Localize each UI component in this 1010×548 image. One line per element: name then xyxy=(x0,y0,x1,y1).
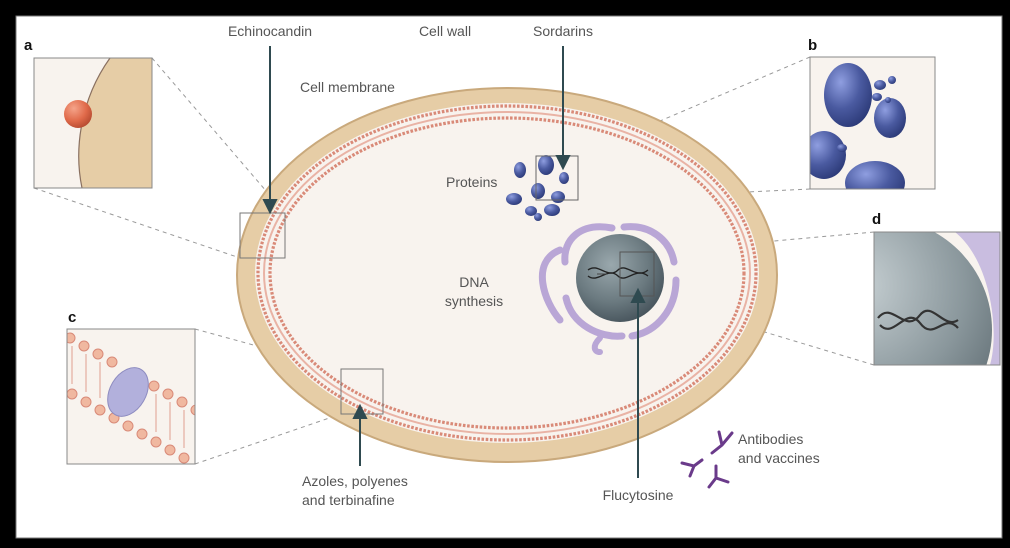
label-sordarins: Sordarins xyxy=(533,23,593,39)
protein xyxy=(514,162,526,178)
panel-letter-d: d xyxy=(872,211,881,228)
label-cell-wall: Cell wall xyxy=(419,23,471,39)
panel-letter-b: b xyxy=(808,37,817,54)
protein xyxy=(538,155,554,175)
protein xyxy=(559,172,569,184)
protein xyxy=(885,97,891,103)
protein xyxy=(837,144,847,152)
label-antibodies-line1: Antibodies xyxy=(738,431,803,447)
label-azoles-line2: and terbinafine xyxy=(302,492,395,508)
protein xyxy=(872,93,882,101)
protein xyxy=(544,204,560,216)
protein xyxy=(888,76,896,84)
protein xyxy=(874,98,906,138)
cell-interior xyxy=(274,122,740,424)
label-echinocandin: Echinocandin xyxy=(228,23,312,39)
label-cell-membrane: Cell membrane xyxy=(300,79,395,95)
protein xyxy=(874,80,886,90)
protein xyxy=(531,183,545,199)
label-azoles-line1: Azoles, polyenes xyxy=(302,473,408,489)
protein xyxy=(506,193,522,205)
panel-letter-c: c xyxy=(68,309,76,326)
panel-a-zoom xyxy=(34,58,152,188)
label-dna-line1: DNA xyxy=(459,274,489,290)
echinocandin-target-sphere xyxy=(64,100,92,128)
label-dna-line2: synthesis xyxy=(445,293,503,309)
label-proteins: Proteins xyxy=(446,174,497,190)
label-antibodies-line2: and vaccines xyxy=(738,450,820,466)
label-flucytosine: Flucytosine xyxy=(603,487,674,503)
protein xyxy=(551,191,565,203)
protein xyxy=(534,213,542,221)
protein xyxy=(824,63,872,127)
panel-c-zoom xyxy=(65,329,201,464)
panel-letter-a: a xyxy=(24,37,33,54)
panel-b-zoom xyxy=(802,57,935,205)
